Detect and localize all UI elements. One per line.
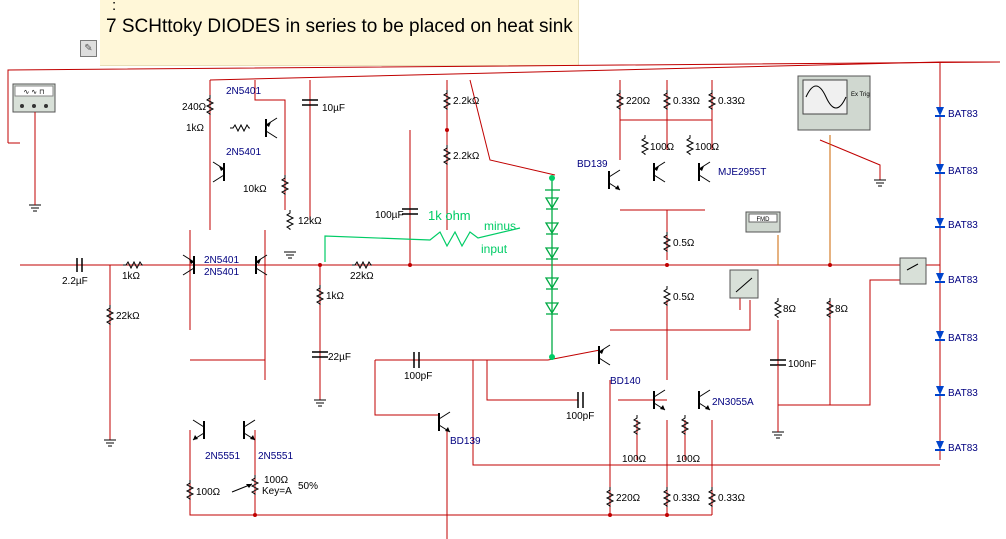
wires bbox=[7, 61, 1001, 539]
wattmeter-icon[interactable] bbox=[729, 269, 759, 299]
diode-3-label: BAT83 bbox=[948, 220, 978, 231]
green-diode-string bbox=[545, 178, 560, 360]
label-r100-d: 100Ω bbox=[676, 454, 701, 465]
label-pot-value: 100Ω bbox=[264, 475, 289, 486]
note-pin-icon[interactable]: ✎ bbox=[80, 40, 97, 57]
label-r12k: 12kΩ bbox=[298, 216, 322, 227]
label-q9: BD140 bbox=[610, 376, 641, 387]
probe-wires bbox=[777, 135, 831, 265]
label-r22k-in: 22kΩ bbox=[116, 311, 140, 322]
label-q4: 2N5401 bbox=[204, 267, 239, 278]
label-r2k2-a: 2.2kΩ bbox=[453, 96, 480, 107]
svg-text:∿ ∿ ⊓: ∿ ∿ ⊓ bbox=[23, 89, 44, 96]
label-q11: 2N3055A bbox=[712, 397, 754, 408]
label-r1k-in: 1kΩ bbox=[122, 271, 141, 282]
label-q7: BD139 bbox=[450, 436, 481, 447]
label-c100n: 100nF bbox=[788, 359, 816, 370]
capacitor-symbols bbox=[76, 99, 786, 408]
diode-6-label: BAT83 bbox=[948, 388, 978, 399]
note-1k-ohm: 1k ohm bbox=[428, 208, 471, 223]
annotation-note: : 7 SCHttoky DIODES in series to be plac… bbox=[100, 0, 579, 66]
diode-7-label: BAT83 bbox=[948, 443, 978, 454]
label-r220-bot: 220Ω bbox=[616, 493, 641, 504]
diode-2-label: BAT83 bbox=[948, 166, 978, 177]
label-pot-setting: 50% bbox=[298, 481, 318, 492]
component-labels: 240Ω 1kΩ 10kΩ 12kΩ 2.2kΩ 2.2kΩ 1kΩ 22kΩ … bbox=[62, 96, 849, 504]
multimeter-icon[interactable]: FMD bbox=[745, 211, 781, 233]
diode-1-label: BAT83 bbox=[948, 109, 978, 120]
multimeter-display: FMD bbox=[757, 217, 771, 223]
label-c22u: 22µF bbox=[328, 352, 351, 363]
label-r1k-fb: 1kΩ bbox=[326, 291, 345, 302]
label-r8-a: 8Ω bbox=[783, 304, 797, 315]
label-r1k-a: 1kΩ bbox=[186, 123, 205, 134]
label-c10u: 10µF bbox=[322, 103, 345, 114]
label-r033-c: 0.33Ω bbox=[673, 493, 700, 504]
label-c2u2: 2.2µF bbox=[62, 276, 88, 287]
label-pot-key: Key=A bbox=[262, 486, 292, 497]
label-c100p-b: 100pF bbox=[566, 411, 594, 422]
label-q6: 2N5551 bbox=[258, 451, 293, 462]
oscilloscope-icon[interactable]: Ex Trig bbox=[797, 75, 871, 131]
note-title: 7 SCHttoky DIODES in series to be placed… bbox=[106, 16, 573, 37]
diode-5-label: BAT83 bbox=[948, 333, 978, 344]
transistor-labels: 2N5401 2N5401 2N5401 2N5401 2N5551 2N555… bbox=[204, 86, 766, 462]
label-r033-d: 0.33Ω bbox=[718, 493, 745, 504]
note-input: input bbox=[481, 242, 508, 256]
label-q5: 2N5551 bbox=[205, 451, 240, 462]
potentiometer-icon[interactable] bbox=[231, 483, 253, 493]
label-q2: 2N5401 bbox=[226, 147, 261, 158]
oscilloscope-trigger-label: Ex Trig bbox=[851, 92, 870, 98]
label-r240: 240Ω bbox=[182, 102, 207, 113]
label-r10k: 10kΩ bbox=[243, 184, 267, 195]
label-r22k-fb: 22kΩ bbox=[350, 271, 374, 282]
label-r033-a: 0.33Ω bbox=[673, 96, 700, 107]
label-r8-b: 8Ω bbox=[835, 304, 849, 315]
label-r033-b: 0.33Ω bbox=[718, 96, 745, 107]
label-c100u: 100µF bbox=[375, 210, 404, 221]
note-minus: minus bbox=[484, 219, 516, 233]
label-r100-c: 100Ω bbox=[622, 454, 647, 465]
label-q8: BD139 bbox=[577, 159, 608, 170]
label-r2k2-b: 2.2kΩ bbox=[453, 151, 480, 162]
diode-4-label: BAT83 bbox=[948, 275, 978, 286]
junction-dots bbox=[253, 128, 832, 517]
note-prefix: : bbox=[112, 0, 117, 14]
schottky-labels: BAT83 BAT83 BAT83 BAT83 BAT83 BAT83 BAT8… bbox=[948, 109, 978, 454]
function-generator-icon[interactable]: ∿ ∿ ⊓ bbox=[12, 83, 56, 113]
label-r220-top: 220Ω bbox=[626, 96, 651, 107]
label-r100-b: 100Ω bbox=[695, 142, 720, 153]
label-q3: 2N5401 bbox=[204, 255, 239, 266]
label-r05-a: 0.5Ω bbox=[673, 238, 695, 249]
label-r100-e: 100Ω bbox=[196, 487, 221, 498]
label-r05-b: 0.5Ω bbox=[673, 292, 695, 303]
label-r100-a: 100Ω bbox=[650, 142, 675, 153]
label-c100p-a: 100pF bbox=[404, 371, 432, 382]
label-q10: MJE2955T bbox=[718, 167, 766, 178]
speaker-switch-icon[interactable] bbox=[899, 257, 927, 285]
label-q1: 2N5401 bbox=[226, 86, 261, 97]
